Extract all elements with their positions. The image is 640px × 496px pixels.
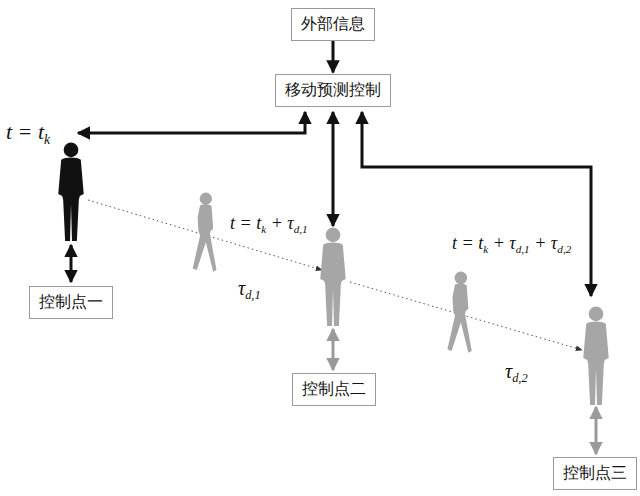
box-label: 移动预测控制 [285, 80, 381, 99]
person-figure [447, 272, 471, 353]
box-label: 控制点三 [563, 463, 627, 482]
time-label: t = tk + τd,1 [228, 214, 310, 235]
time-label: t = tk + τd,1 + τd,2 [450, 234, 573, 255]
process-box: 控制点三 [553, 457, 637, 490]
person-figure [58, 143, 83, 241]
control-arrow [332, 112, 335, 226]
process-box: 控制点二 [292, 373, 376, 406]
person-figure [193, 193, 217, 272]
time-label: τd,2 [503, 360, 530, 386]
process-box: 移动预测控制 [275, 74, 391, 107]
process-box: 外部信息 [291, 8, 375, 41]
flow-arrow [332, 41, 335, 73]
control-arrow [78, 112, 305, 133]
box-label: 控制点二 [302, 379, 366, 398]
box-label: 控制点一 [39, 292, 103, 311]
control-arrow [362, 112, 591, 296]
process-box: 控制点一 [29, 286, 113, 319]
person-figure [583, 307, 608, 405]
person-figure [320, 228, 345, 326]
time-label: τd,1 [236, 277, 263, 303]
link-arrow [332, 329, 335, 370]
time-label: t = tk [4, 120, 52, 147]
link-arrow [595, 407, 598, 454]
link-arrow [70, 245, 73, 282]
box-label: 外部信息 [301, 14, 365, 33]
